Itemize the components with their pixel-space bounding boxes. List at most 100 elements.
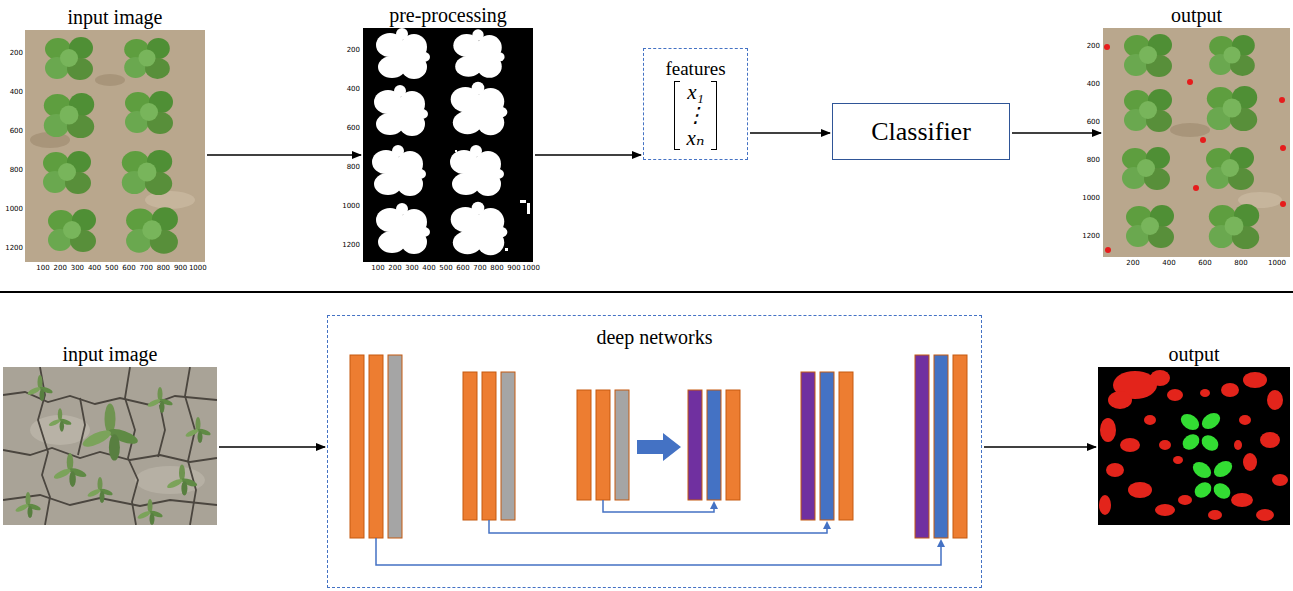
- detection-photo-part: [1126, 205, 1174, 248]
- soil-photo-part-part: [78, 398, 85, 455]
- panel-title: input image: [68, 6, 163, 28]
- soil-photo-part: [137, 499, 164, 525]
- axis-tick: 400: [88, 265, 101, 272]
- segmentation-map-part-part: [1256, 509, 1274, 521]
- panel-title: input image: [63, 343, 158, 365]
- segmentation-map-part-part: [1221, 383, 1239, 397]
- axis-tick: 1000: [522, 265, 540, 272]
- flow-arrow: [984, 446, 1096, 448]
- binary-mask-part: [376, 203, 430, 254]
- soil-photo-part: [27, 375, 54, 401]
- network-layers-part: [934, 355, 948, 538]
- binary-mask-part: [451, 82, 508, 136]
- network-layers-part: [350, 355, 364, 538]
- detection-photo-part: [1193, 185, 1199, 191]
- segmentation-map-part-part: [1199, 432, 1222, 454]
- network-layers-part: [482, 372, 496, 520]
- axis-tick: 200: [347, 47, 360, 54]
- panel-title: output: [1171, 4, 1222, 26]
- network-layers-part: [839, 372, 853, 520]
- segmentation-map-part-part: [1167, 389, 1183, 401]
- axis-tick: 400: [10, 89, 23, 96]
- soil-photo-part: [185, 417, 212, 443]
- axis-tick: 200: [10, 50, 23, 57]
- network-layers-part: [463, 372, 477, 520]
- axis-tick: 1000: [342, 203, 360, 210]
- vector-entry: x₁: [687, 81, 704, 104]
- binary-mask-part: [453, 29, 504, 77]
- flow-arrow: [219, 446, 325, 448]
- segmentation-map-part-part: [1243, 372, 1267, 388]
- axis-tick: 800: [10, 167, 23, 174]
- flow-arrow: [1012, 132, 1101, 134]
- network-layers-part: [577, 390, 591, 500]
- segmentation-map-part-part: [1100, 418, 1116, 442]
- field-photo-part: [44, 93, 94, 138]
- soil-photo: [3, 367, 217, 525]
- axis-tick: 800: [157, 265, 170, 272]
- network-layers-part: [688, 390, 702, 500]
- axis-tick: 500: [439, 265, 452, 272]
- skip-connections-part: [376, 538, 941, 565]
- soil-photo-part-part: [125, 367, 138, 525]
- axis-tick: 800: [347, 164, 360, 171]
- segmentation-map: [1098, 367, 1290, 525]
- segmentation-map-part-part: [1159, 440, 1171, 450]
- segmentation-map-part-part: [1150, 370, 1170, 386]
- segmentation-map-part-part: [1234, 440, 1242, 450]
- axis-tick: 1200: [1082, 233, 1100, 240]
- axis-tick: 900: [507, 265, 520, 272]
- detection-photo-part: [1105, 247, 1111, 253]
- field-photo-part: [126, 207, 178, 253]
- axis-tick: 1200: [5, 245, 23, 252]
- segmentation-map-part: [1098, 367, 1290, 525]
- axis-tick: 900: [174, 265, 187, 272]
- detection-photo-part: [1200, 137, 1206, 143]
- axis-tick: 800: [1234, 260, 1247, 267]
- detection-photo-part: [1209, 204, 1259, 249]
- detection-photo-part: [1124, 89, 1172, 132]
- network-layers-part: [637, 433, 681, 461]
- detection-photo-part: [1207, 86, 1257, 131]
- axis-tick: 700: [140, 265, 153, 272]
- skip-connections-part: [603, 500, 714, 512]
- axis-tick: 200: [388, 265, 401, 272]
- soil-photo-part: [3, 367, 217, 525]
- feature-vector-box: featuresx₁⋮xₙ: [643, 48, 748, 160]
- image-panel: input image: [25, 30, 205, 262]
- axis-tick: 200: [1087, 43, 1100, 50]
- field-photo-part: [122, 150, 172, 195]
- soil-photo-part: [81, 403, 140, 460]
- segmentation-map-part: [1099, 370, 1288, 521]
- segmentation-map-part-part: [1120, 438, 1140, 452]
- axis-tick: 800: [490, 265, 503, 272]
- segmentation-map-part-part: [1180, 431, 1203, 453]
- field-photo-part: [45, 37, 93, 80]
- segmentation-map-part-part: [1192, 479, 1215, 501]
- network-layers: [350, 355, 967, 538]
- detection-photo-part: [1103, 28, 1290, 257]
- axis-tick: 800: [1087, 157, 1100, 164]
- network-layers-part: [915, 355, 929, 538]
- axis-tick: 600: [122, 265, 135, 272]
- binary-mask-part: [455, 150, 457, 152]
- segmentation-map-part-part: [1239, 415, 1251, 425]
- field-photo: [25, 30, 205, 262]
- axis-tick: 700: [473, 265, 486, 272]
- segmentation-map-part-part: [1208, 510, 1222, 520]
- segmentation-map-part-part: [1106, 463, 1124, 477]
- axis-tick: 1000: [189, 265, 207, 272]
- binary-mask-part: [374, 85, 428, 136]
- segmentation-map-part: [1178, 410, 1235, 502]
- segmentation-map-part-part: [1260, 432, 1280, 448]
- network-group: deep networks: [327, 315, 982, 588]
- soil-photo-part: [135, 466, 205, 494]
- segmentation-map-part-part: [1173, 456, 1183, 464]
- skip-connections-part: [489, 520, 827, 533]
- segmentation-map-part-part: [1128, 482, 1152, 498]
- axis-tick: 400: [1162, 260, 1175, 267]
- soil-photo-part: [166, 464, 198, 495]
- segmentation-map-part-part: [1211, 458, 1235, 481]
- axis-tick: 1000: [1268, 260, 1286, 267]
- axis-tick: 600: [347, 125, 360, 132]
